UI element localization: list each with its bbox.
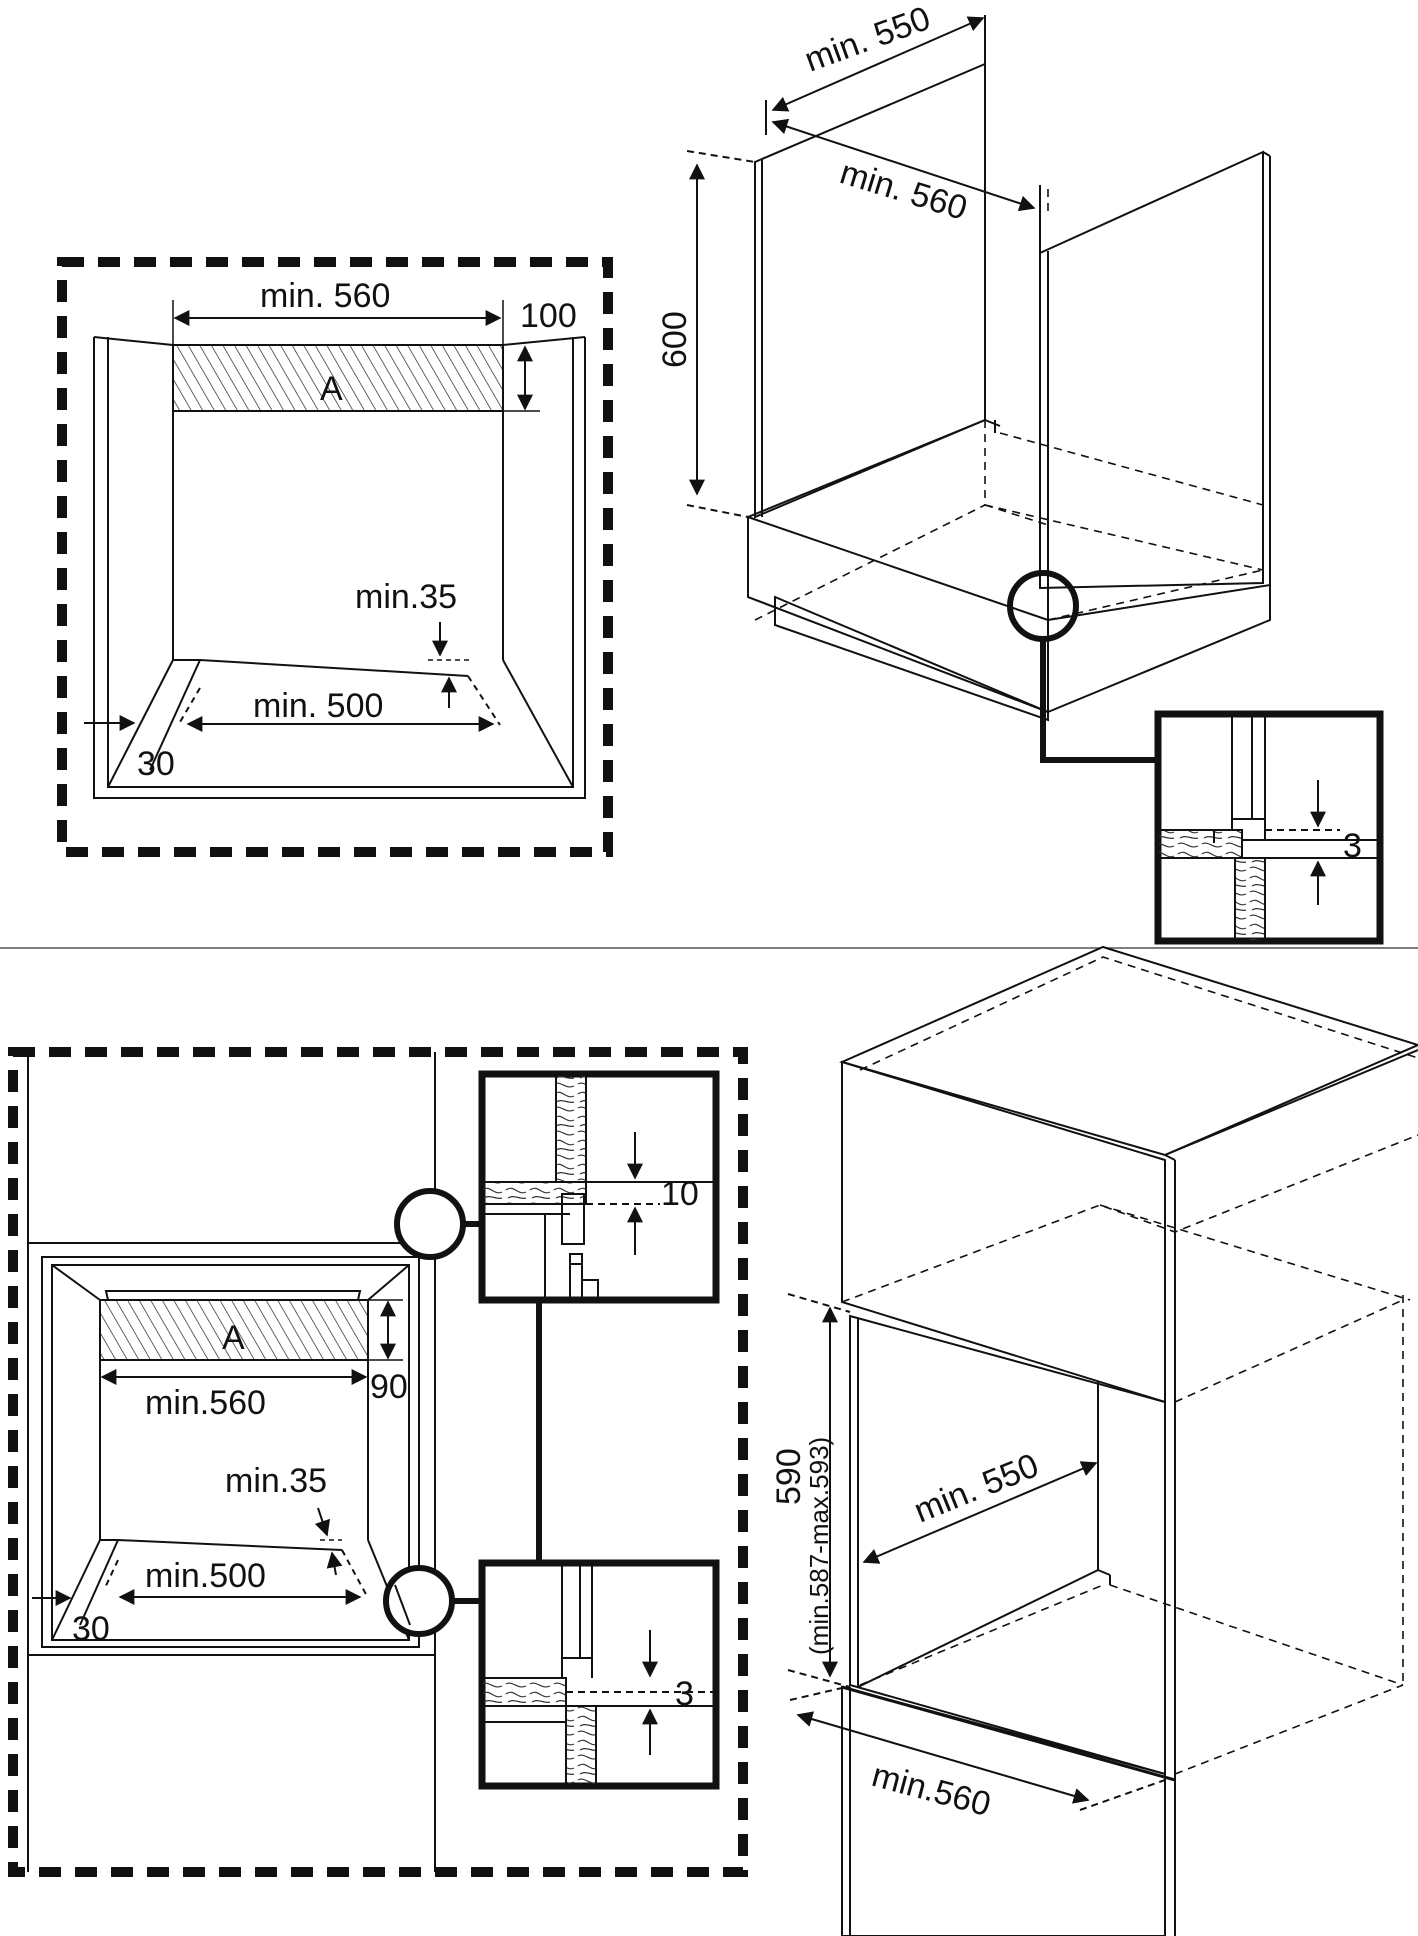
wood-shelf-section bbox=[481, 1181, 587, 1205]
back-width-dimension bbox=[771, 16, 985, 112]
tu3d-depth-label: min. 550 bbox=[909, 1446, 1044, 1530]
cabinet-base bbox=[747, 515, 1049, 714]
detail-callout-circle-top bbox=[394, 1188, 466, 1260]
under-counter-detail-box bbox=[1154, 710, 1384, 945]
ucf-side-label: 30 bbox=[137, 745, 175, 783]
ucf-height-label: 100 bbox=[520, 297, 577, 335]
cutout-dashed-frame bbox=[8, 1047, 748, 1877]
wood-plinth-section bbox=[1234, 857, 1266, 942]
tud-top-gap-label: 10 bbox=[661, 1175, 699, 1213]
tu3d-height-range-label: (min.587-max.593) bbox=[804, 1437, 834, 1655]
tuf-depth-label: min.500 bbox=[145, 1557, 266, 1595]
ucf-width-label: min. 560 bbox=[260, 277, 390, 315]
detail-leader bbox=[1040, 639, 1158, 763]
under-counter-cabinet-3d bbox=[686, 15, 1271, 763]
oven-cavity-outer bbox=[41, 1256, 420, 1648]
floor-right bbox=[502, 659, 574, 788]
cabinet-inner-outline bbox=[107, 337, 574, 788]
ucf-hatch-label: A bbox=[320, 370, 343, 408]
cutout-dashed-frame bbox=[57, 257, 613, 857]
tall-unit-cabinet-3d bbox=[787, 945, 1418, 1936]
upper-cabinet-top bbox=[839, 945, 1418, 1157]
cabinet-outline bbox=[93, 337, 586, 799]
tall-unit-detail-top bbox=[478, 1070, 720, 1304]
wood-side-section bbox=[555, 1073, 587, 1183]
gap-arrow-down bbox=[314, 1507, 331, 1537]
ucf-gap-label: min.35 bbox=[355, 578, 457, 616]
wood-shelf-section bbox=[1157, 829, 1243, 859]
niche-width-dimension bbox=[796, 1711, 1090, 1804]
tu3d-height-label: 590 bbox=[770, 1448, 808, 1505]
lower-cabinet-front bbox=[841, 1685, 1166, 1936]
tuf-gap-label: min.35 bbox=[225, 1462, 327, 1500]
tall-unit-detail-bottom bbox=[478, 1559, 720, 1790]
detail-box-frame bbox=[478, 1559, 720, 1790]
under-counter-front-view bbox=[57, 257, 613, 857]
right-side-panel bbox=[1039, 150, 1264, 590]
uc3d-height-label: 600 bbox=[656, 311, 694, 368]
tuf-hatch-label: A bbox=[222, 1319, 245, 1357]
wood-shelf-section bbox=[481, 1677, 567, 1707]
ucd-gap-label: 3 bbox=[1343, 827, 1362, 865]
plinth bbox=[774, 595, 1049, 722]
detail-callout-circle-bottom bbox=[383, 1565, 455, 1637]
floor-left bbox=[107, 659, 174, 788]
left-side-panel bbox=[754, 62, 986, 519]
detail-box-frame bbox=[1154, 710, 1384, 945]
tuf-side-label: 30 bbox=[72, 1610, 110, 1648]
tall-unit-front-view bbox=[8, 1047, 748, 1877]
hatch-area-a bbox=[172, 344, 504, 412]
tuf-height-label: 90 bbox=[370, 1368, 408, 1406]
ucf-depth-label: min. 500 bbox=[253, 687, 383, 725]
tud-bottom-gap-label: 3 bbox=[675, 1675, 694, 1713]
gap-arrow-up bbox=[326, 1551, 343, 1576]
oven-cavity-inner bbox=[51, 1264, 410, 1641]
tuf-width-label: min.560 bbox=[145, 1384, 266, 1422]
inner-width-dimension bbox=[771, 118, 1036, 212]
niche-depth-dimension bbox=[862, 1461, 1098, 1564]
wood-plinth-section bbox=[565, 1705, 597, 1787]
